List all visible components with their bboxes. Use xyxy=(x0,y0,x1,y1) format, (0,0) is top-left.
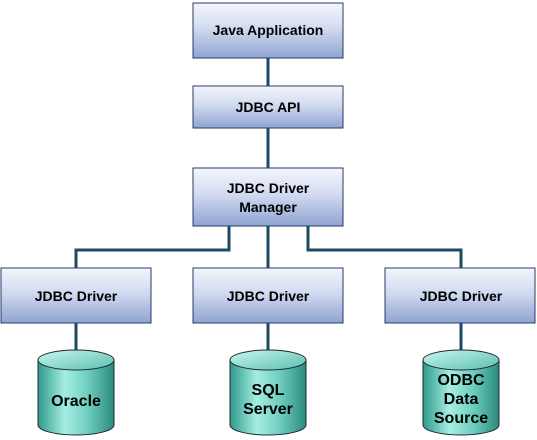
oracle-label: Oracle xyxy=(51,393,101,410)
sql-server-database-cylinder: SQL Server xyxy=(229,349,307,436)
jdbc-driver-box-3: JDBC Driver xyxy=(384,267,536,324)
odbc-data-source-cylinder: ODBC Data Source xyxy=(422,349,500,436)
java-application-label: Java Application xyxy=(213,22,324,38)
odbc-label-line-3: Source xyxy=(434,410,488,427)
jdbc-driver-box-1: JDBC Driver xyxy=(0,267,152,324)
jdbc-api-label: JDBC API xyxy=(236,99,301,115)
sql-server-label-line-1: SQL xyxy=(252,382,285,399)
jdbc-driver-label-3: JDBC Driver xyxy=(420,288,503,304)
jdbc-api-box: JDBC API xyxy=(192,85,344,129)
connectors xyxy=(74,56,463,354)
jdbc-driver-label-2: JDBC Driver xyxy=(227,288,310,304)
sql-server-label-line-2: Server xyxy=(243,401,293,418)
connector-manager-to-driver-1 xyxy=(74,224,231,270)
jdbc-driver-label-1: JDBC Driver xyxy=(35,288,118,304)
oracle-database-cylinder: Oracle xyxy=(37,349,115,436)
jdbc-driver-box-2: JDBC Driver xyxy=(192,267,344,324)
connector-manager-to-driver-3 xyxy=(306,224,463,270)
java-application-box: Java Application xyxy=(192,2,344,59)
odbc-label-line-1: ODBC xyxy=(437,372,485,389)
odbc-label-line-2: Data xyxy=(444,391,479,408)
driver-manager-label-line-1: JDBC Driver xyxy=(227,180,310,196)
jdbc-driver-manager-box: JDBC Driver Manager xyxy=(192,167,344,227)
driver-manager-label-line-2: Manager xyxy=(239,199,297,215)
